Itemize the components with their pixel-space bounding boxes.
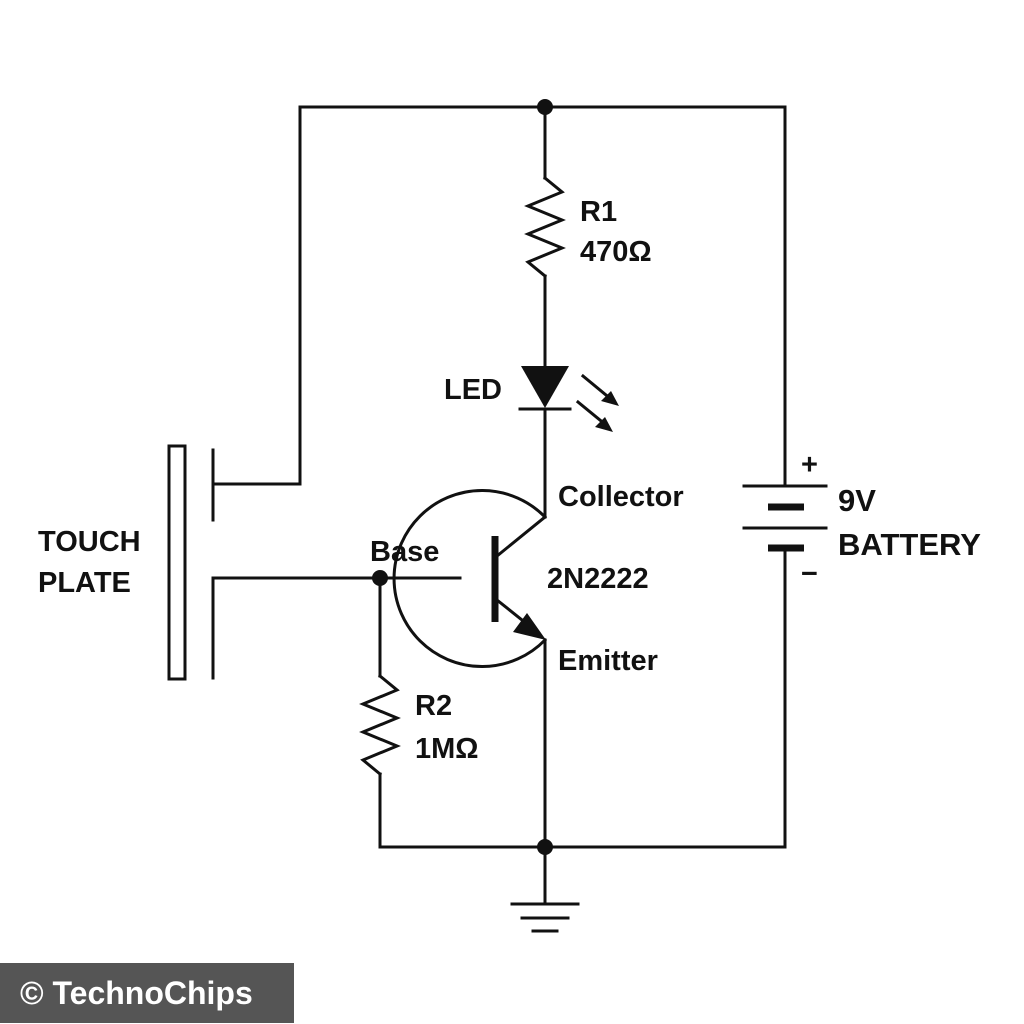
battery-symbol — [742, 484, 828, 552]
battery-voltage-label: 9V — [838, 483, 876, 518]
emitter-arrow — [513, 613, 546, 640]
touch-plate-label-line1: TOUCH — [38, 526, 141, 558]
battery-plus-sign: + — [801, 449, 818, 481]
resistor-r1 — [524, 175, 566, 279]
touch-plate-label-line2: PLATE — [38, 567, 131, 599]
led-symbol — [518, 366, 619, 432]
r1-value-label: 470Ω — [580, 236, 652, 268]
collector-label: Collector — [558, 481, 684, 513]
r2-value-label: 1MΩ — [415, 733, 479, 765]
r2-name-label: R2 — [415, 690, 452, 722]
led-arrow-1-head — [601, 391, 619, 406]
base-wire — [211, 576, 462, 680]
led-label: LED — [444, 374, 502, 406]
battery-name-label: BATTERY — [838, 527, 981, 562]
transistor-model-label: 2N2222 — [547, 563, 649, 595]
led-triangle — [521, 366, 569, 408]
transistor-collector-lead — [494, 514, 548, 559]
top-rail-wire — [298, 105, 787, 487]
led-arrow-2-head — [595, 417, 613, 432]
emitter-label: Emitter — [558, 645, 658, 677]
bottom-rail-wire — [378, 546, 787, 849]
r1-name-label: R1 — [580, 196, 617, 228]
watermark-text: © TechnoChips — [20, 975, 253, 1011]
watermark-badge: © TechnoChips — [0, 963, 294, 1023]
base-label: Base — [370, 536, 439, 568]
battery-minus-sign: − — [801, 558, 818, 590]
touch-plate-electrode — [167, 444, 187, 681]
ground-symbol — [510, 845, 580, 933]
resistor-r2 — [359, 673, 401, 777]
